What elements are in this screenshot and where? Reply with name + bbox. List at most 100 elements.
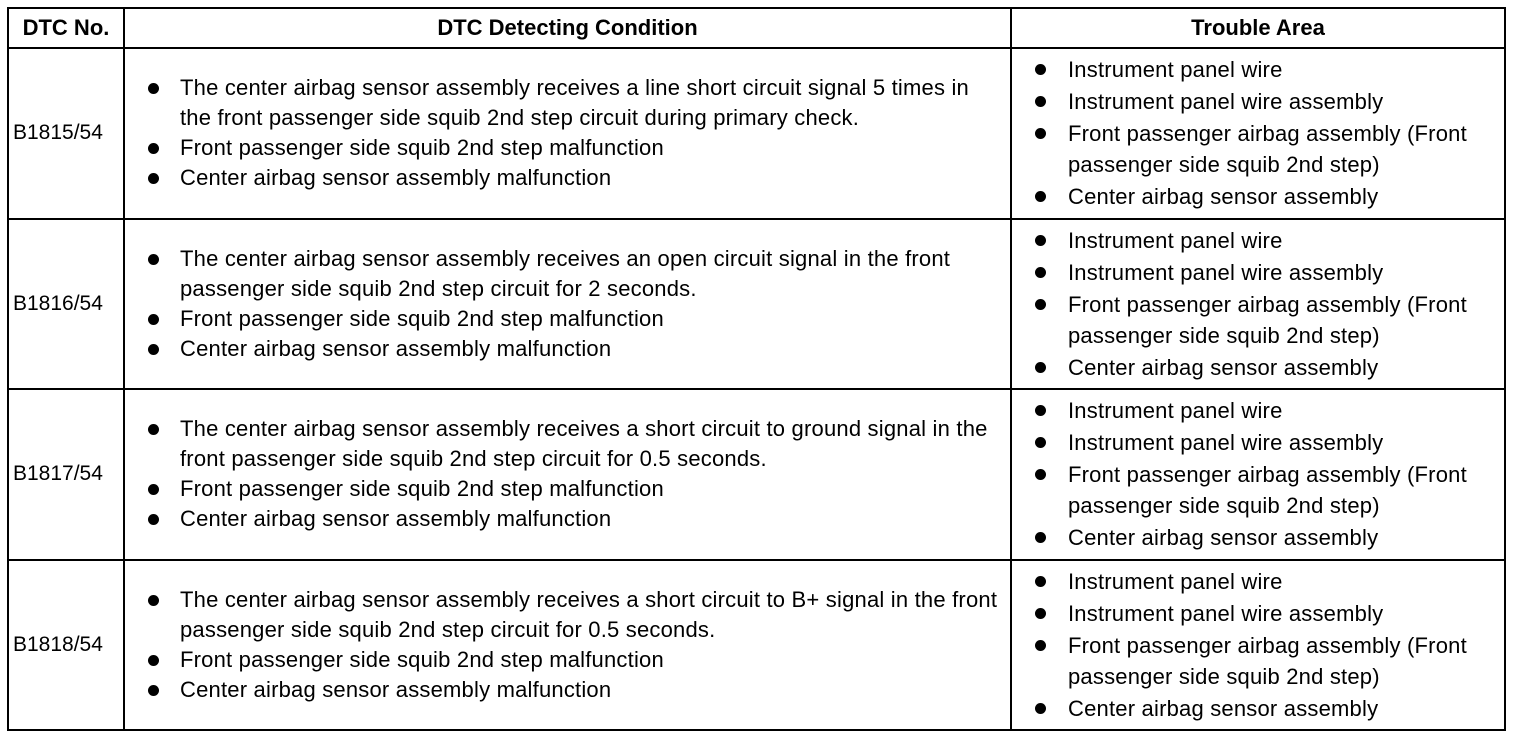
bullet-icon — [148, 83, 159, 95]
list-item: Front passenger airbag assembly (Front p… — [1035, 459, 1498, 521]
bullet-icon — [148, 143, 159, 155]
table-row: B1818/54 The center airbag sensor assemb… — [7, 558, 1506, 731]
trouble-area-list: Instrument panel wire Instrument panel w… — [1035, 566, 1498, 724]
table-row: B1815/54 The center airbag sensor assemb… — [7, 47, 1506, 220]
list-item: Center airbag sensor assembly malfunctio… — [148, 675, 1002, 705]
trouble-area-cell: Instrument panel wire Instrument panel w… — [1010, 217, 1506, 390]
trouble-area-text: Instrument panel wire — [1068, 568, 1283, 594]
bullet-icon — [1035, 96, 1046, 108]
condition-cell: The center airbag sensor assembly receiv… — [123, 217, 1012, 390]
list-item: Center airbag sensor assembly — [1035, 693, 1498, 724]
bullet-icon — [148, 514, 159, 526]
list-item: Instrument panel wire — [1035, 54, 1498, 85]
bullet-icon — [1035, 607, 1046, 619]
condition-text: Center airbag sensor assembly malfunctio… — [180, 335, 612, 361]
trouble-area-text: Front passenger airbag assembly (Front p… — [1068, 462, 1467, 519]
list-item: Front passenger side squib 2nd step malf… — [148, 133, 1002, 163]
bullet-icon — [148, 424, 159, 436]
condition-cell: The center airbag sensor assembly receiv… — [123, 558, 1012, 731]
bullet-icon — [1035, 128, 1046, 140]
trouble-area-text: Instrument panel wire — [1068, 227, 1283, 253]
list-item: Front passenger side squib 2nd step malf… — [148, 645, 1002, 675]
condition-text: Front passenger side squib 2nd step malf… — [180, 646, 664, 672]
bullet-icon — [1035, 191, 1046, 203]
list-item: Instrument panel wire assembly — [1035, 427, 1498, 458]
list-item: Center airbag sensor assembly malfunctio… — [148, 334, 1002, 364]
dtc-table: DTC No. DTC Detecting Condition Trouble … — [7, 7, 1506, 731]
list-item: Front passenger side squib 2nd step malf… — [148, 304, 1002, 334]
bullet-icon — [1035, 64, 1046, 76]
trouble-area-text: Instrument panel wire — [1068, 398, 1283, 424]
bullet-icon — [1035, 266, 1046, 278]
trouble-area-text: Center airbag sensor assembly — [1068, 354, 1379, 380]
trouble-area-text: Instrument panel wire assembly — [1068, 430, 1384, 456]
condition-text: The center airbag sensor assembly receiv… — [180, 75, 969, 131]
header-row: DTC No. DTC Detecting Condition Trouble … — [7, 7, 1506, 49]
bullet-icon — [1035, 639, 1046, 651]
bullet-icon — [1035, 234, 1046, 246]
list-item: Instrument panel wire — [1035, 225, 1498, 256]
list-item: Front passenger airbag assembly (Front p… — [1035, 118, 1498, 180]
trouble-area-cell: Instrument panel wire Instrument panel w… — [1010, 47, 1506, 220]
bullet-icon — [148, 594, 159, 606]
trouble-area-text: Instrument panel wire — [1068, 57, 1283, 83]
trouble-area-list: Instrument panel wire Instrument panel w… — [1035, 54, 1498, 212]
condition-list: The center airbag sensor assembly receiv… — [148, 585, 1002, 705]
list-item: The center airbag sensor assembly receiv… — [148, 414, 1002, 474]
list-item: Instrument panel wire assembly — [1035, 86, 1498, 117]
trouble-area-text: Center airbag sensor assembly — [1068, 695, 1379, 721]
trouble-area-text: Instrument panel wire assembly — [1068, 89, 1384, 115]
bullet-icon — [148, 173, 159, 185]
condition-text: Front passenger side squib 2nd step malf… — [180, 135, 664, 161]
bullet-icon — [1035, 532, 1046, 544]
header-detecting-condition: DTC Detecting Condition — [123, 7, 1012, 49]
condition-text: Front passenger side squib 2nd step malf… — [180, 305, 664, 331]
table-row: B1816/54 The center airbag sensor assemb… — [7, 217, 1506, 390]
trouble-area-cell: Instrument panel wire Instrument panel w… — [1010, 558, 1506, 731]
list-item: Center airbag sensor assembly — [1035, 352, 1498, 383]
trouble-area-text: Front passenger airbag assembly (Front p… — [1068, 121, 1467, 178]
list-item: Instrument panel wire assembly — [1035, 598, 1498, 629]
header-trouble-area: Trouble Area — [1010, 7, 1506, 49]
bullet-icon — [148, 684, 159, 696]
trouble-area-text: Front passenger airbag assembly (Front p… — [1068, 291, 1467, 348]
bullet-icon — [1035, 298, 1046, 310]
list-item: Front passenger airbag assembly (Front p… — [1035, 630, 1498, 692]
list-item: Front passenger airbag assembly (Front p… — [1035, 289, 1498, 351]
trouble-area-list: Instrument panel wire Instrument panel w… — [1035, 395, 1498, 553]
trouble-area-text: Instrument panel wire assembly — [1068, 600, 1384, 626]
header-dtc-no: DTC No. — [7, 7, 125, 49]
dtc-number: B1815/54 — [7, 47, 125, 220]
trouble-area-text: Center airbag sensor assembly — [1068, 184, 1379, 210]
bullet-icon — [148, 484, 159, 496]
list-item: Instrument panel wire assembly — [1035, 257, 1498, 288]
trouble-area-text: Center airbag sensor assembly — [1068, 525, 1379, 551]
condition-cell: The center airbag sensor assembly receiv… — [123, 388, 1012, 561]
condition-cell: The center airbag sensor assembly receiv… — [123, 47, 1012, 220]
condition-text: The center airbag sensor assembly receiv… — [180, 416, 988, 472]
bullet-icon — [148, 253, 159, 265]
condition-text: The center airbag sensor assembly receiv… — [180, 586, 998, 642]
bullet-icon — [1035, 361, 1046, 373]
dtc-number: B1817/54 — [7, 388, 125, 561]
list-item: The center airbag sensor assembly receiv… — [148, 585, 1002, 645]
list-item: Center airbag sensor assembly — [1035, 181, 1498, 212]
condition-list: The center airbag sensor assembly receiv… — [148, 414, 1002, 534]
condition-list: The center airbag sensor assembly receiv… — [148, 73, 1002, 193]
trouble-area-cell: Instrument panel wire Instrument panel w… — [1010, 388, 1506, 561]
list-item: Instrument panel wire — [1035, 566, 1498, 597]
condition-text: Center airbag sensor assembly malfunctio… — [180, 676, 612, 702]
condition-list: The center airbag sensor assembly receiv… — [148, 244, 1002, 364]
list-item: Center airbag sensor assembly — [1035, 522, 1498, 553]
condition-text: Center airbag sensor assembly malfunctio… — [180, 506, 612, 532]
bullet-icon — [1035, 702, 1046, 714]
list-item: Center airbag sensor assembly malfunctio… — [148, 504, 1002, 534]
trouble-area-text: Instrument panel wire assembly — [1068, 259, 1384, 285]
bullet-icon — [1035, 575, 1046, 587]
bullet-icon — [1035, 437, 1046, 449]
list-item: Front passenger side squib 2nd step malf… — [148, 474, 1002, 504]
bullet-icon — [1035, 469, 1046, 481]
bullet-icon — [148, 654, 159, 666]
list-item: Instrument panel wire — [1035, 395, 1498, 426]
bullet-icon — [148, 313, 159, 325]
